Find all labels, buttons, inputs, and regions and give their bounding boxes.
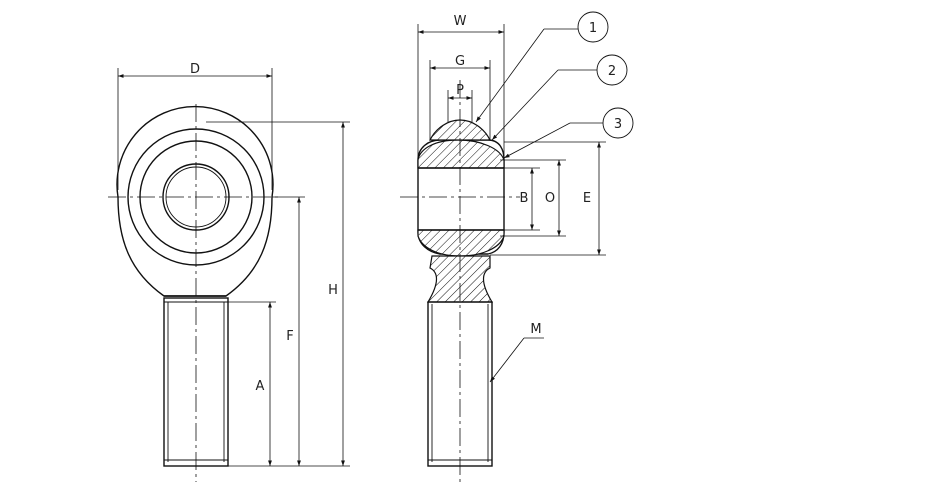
callout-1-number: 1 (589, 21, 597, 36)
dimension-label-d: D (190, 62, 200, 77)
dimension-label-p: P (456, 83, 464, 98)
callout-3-number: 3 (614, 117, 622, 132)
head-outline (116, 105, 274, 297)
dimension-label-o: O (545, 191, 555, 206)
dimension-label-w: W (454, 14, 467, 29)
callout-2-number: 2 (608, 64, 616, 79)
upper-race-section (417, 139, 505, 169)
dimension-label-g: G (455, 54, 465, 69)
section-view: W G P B O E M 1 (400, 11, 634, 482)
dimension-label-e: E (583, 191, 591, 206)
dimension-label-a: A (256, 379, 265, 394)
dimension-label-b: B (520, 191, 529, 206)
m-leader-line (489, 337, 525, 383)
front-view: D H F A (108, 62, 350, 482)
callout-1-leader (475, 28, 545, 123)
dimension-label-h: H (328, 283, 338, 298)
dimension-label-m: M (530, 322, 541, 337)
dimension-label-f: F (286, 329, 293, 344)
callout-1-bubble (577, 11, 609, 43)
lower-race-section (417, 229, 505, 257)
callout-3-leader (503, 122, 571, 159)
callout-2-leader (491, 69, 559, 141)
